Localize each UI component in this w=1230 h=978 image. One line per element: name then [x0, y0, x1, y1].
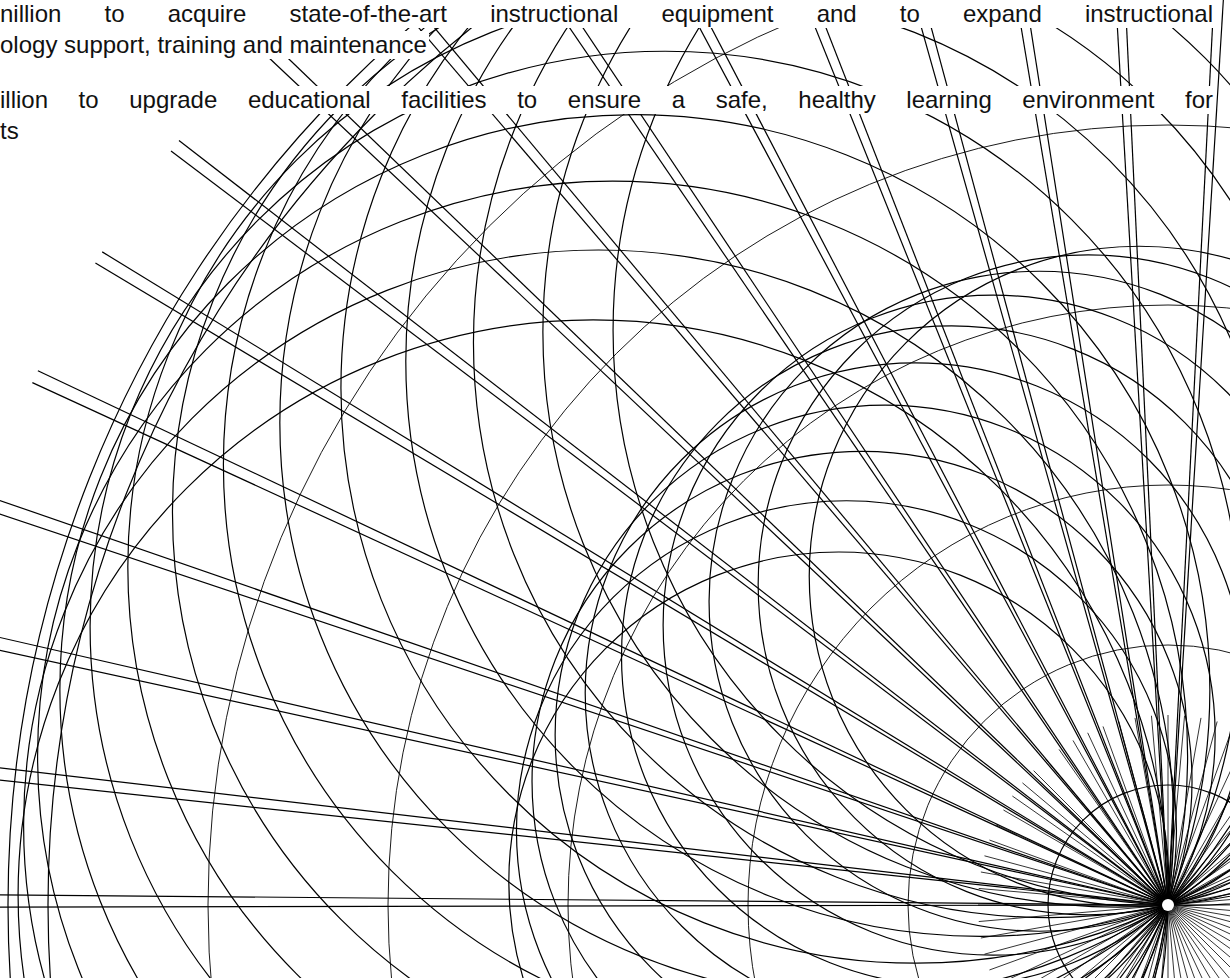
ring-circle — [388, 125, 1230, 978]
hub-spoke — [1012, 796, 1168, 905]
pattern-circle — [622, 326, 1230, 978]
hub-spoke — [1022, 905, 1168, 978]
hub-spoke — [1003, 905, 1168, 978]
radial-line — [1168, 0, 1230, 905]
radial-line — [32, 383, 1168, 905]
hub-spoke — [1168, 905, 1169, 978]
radial-line — [1168, 0, 1230, 905]
radial-line — [1096, 0, 1168, 905]
hub-spoke — [1168, 905, 1230, 906]
hub-spoke — [1168, 715, 1169, 905]
radial-line — [102, 252, 1168, 905]
hub-spoke — [1151, 716, 1168, 905]
radial-line — [0, 639, 1168, 905]
radial-line — [591, 0, 1168, 905]
hub-center — [1162, 899, 1174, 911]
hub-spoke — [1168, 716, 1185, 905]
hub-spoke — [984, 905, 1168, 954]
radial-line — [0, 905, 1168, 907]
radial-line — [95, 263, 1168, 905]
radial-line — [258, 48, 1168, 905]
hub-spoke — [1022, 783, 1168, 905]
hub-spoke — [1168, 905, 1230, 954]
pattern-circle — [613, 0, 1230, 905]
body-text-line: nillion to acquire state-of-the-art inst… — [0, 0, 1215, 28]
radial-line — [0, 894, 1168, 905]
hub-spoke — [979, 905, 1168, 922]
ring-circle — [208, 0, 1230, 978]
radial-line — [179, 141, 1168, 905]
outer-circle — [8, 0, 1230, 978]
hub-spoke — [1168, 726, 1230, 905]
body-text-line: ts — [0, 117, 21, 145]
hub-spoke — [1034, 905, 1168, 978]
body-text-line: ology support, training and maintenance — [0, 31, 429, 59]
body-text-line: illion to upgrade educational facilities… — [0, 86, 1215, 114]
radial-line — [0, 496, 1168, 905]
hub-spoke — [984, 856, 1168, 905]
hub-spoke — [1168, 759, 1230, 905]
pattern-circle — [532, 451, 1192, 978]
radial-line — [702, 0, 1168, 905]
radial-line — [0, 508, 1168, 905]
hub-spoke — [1168, 749, 1230, 905]
hub-spoke — [981, 872, 1168, 905]
hub-circle — [1048, 785, 1230, 978]
radial-line — [0, 626, 1168, 905]
pattern-circle — [543, 0, 1230, 907]
radial-line — [267, 38, 1168, 905]
hub-spoke — [1119, 721, 1168, 905]
hub-spoke — [1168, 721, 1217, 905]
hub-spoke — [1168, 905, 1230, 922]
pattern-circle — [585, 363, 1230, 978]
hub-spoke — [1168, 905, 1230, 970]
hub-spoke — [1012, 905, 1168, 978]
pattern-circle — [90, 51, 1230, 978]
hub-spoke — [1073, 740, 1168, 905]
hub-spoke — [978, 905, 1168, 906]
pattern-circle — [18, 320, 1168, 978]
radial-line — [1109, 0, 1168, 905]
hub-spoke — [1168, 718, 1201, 905]
pattern-circle — [38, 181, 1188, 978]
hub-spoke — [1135, 905, 1168, 978]
hub-spoke — [996, 825, 1168, 905]
hub-spoke — [979, 888, 1168, 905]
radial-line — [38, 371, 1168, 905]
radial-line — [842, 0, 1168, 905]
hub-spoke — [1119, 905, 1168, 978]
hub-spoke — [1168, 825, 1230, 905]
radial-line — [171, 151, 1168, 905]
pattern-circle — [223, 0, 1230, 978]
hub-spoke — [1168, 905, 1185, 978]
radial-line — [0, 759, 1168, 905]
hub-spoke — [1073, 905, 1168, 978]
pattern-circle — [509, 552, 1169, 978]
hub-spoke — [1168, 810, 1230, 905]
radial-line — [366, 0, 1168, 905]
radial-line — [0, 772, 1168, 905]
radial-line — [975, 0, 1168, 905]
hub-spoke — [1151, 905, 1168, 978]
outer-circle — [48, 0, 1230, 978]
hub-spoke — [1088, 733, 1168, 905]
hub-spoke — [989, 840, 1168, 905]
hub-spoke — [1046, 905, 1168, 978]
hub-spoke — [1088, 905, 1168, 978]
radial-line — [474, 0, 1168, 905]
